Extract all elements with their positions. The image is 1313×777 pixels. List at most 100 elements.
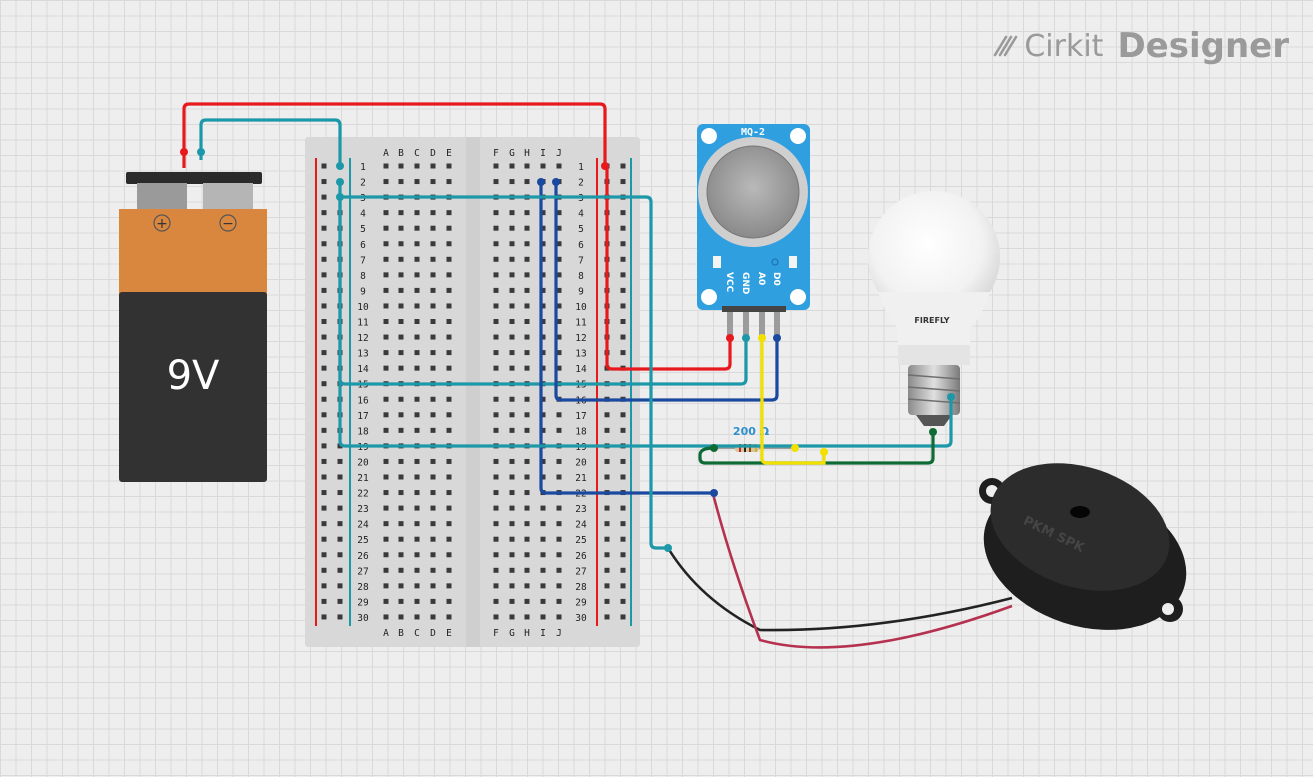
breadboard-hole[interactable] — [493, 521, 499, 527]
breadboard-hole[interactable] — [509, 256, 515, 262]
breadboard-hole[interactable] — [321, 505, 327, 511]
breadboard-hole[interactable] — [398, 552, 404, 558]
breadboard-hole[interactable] — [398, 225, 404, 231]
breadboard-hole[interactable] — [321, 567, 327, 573]
breadboard-hole[interactable] — [383, 256, 389, 262]
wire-buzzer-black-lead[interactable] — [666, 547, 1013, 632]
breadboard-hole[interactable] — [620, 210, 626, 216]
breadboard-hole[interactable] — [493, 427, 499, 433]
breadboard-hole[interactable] — [620, 521, 626, 527]
breadboard-hole[interactable] — [321, 194, 327, 200]
breadboard-hole[interactable] — [398, 583, 404, 589]
breadboard-hole[interactable] — [446, 241, 452, 247]
breadboard-hole[interactable] — [321, 521, 327, 527]
breadboard-hole[interactable] — [540, 458, 546, 464]
breadboard-hole[interactable] — [430, 287, 436, 293]
breadboard-hole[interactable] — [620, 319, 626, 324]
breadboard-hole[interactable] — [620, 272, 626, 278]
breadboard-hole[interactable] — [493, 614, 499, 620]
breadboard-hole[interactable] — [620, 350, 626, 356]
breadboard-hole[interactable] — [383, 350, 389, 356]
breadboard-hole[interactable] — [430, 396, 436, 402]
breadboard-hole[interactable] — [321, 225, 327, 231]
breadboard-hole[interactable] — [383, 505, 389, 511]
breadboard-hole[interactable] — [446, 319, 452, 324]
breadboard-hole[interactable] — [493, 241, 499, 247]
breadboard-hole[interactable] — [398, 490, 404, 496]
wire-buzzer-red-lead[interactable] — [710, 489, 1013, 649]
breadboard-hole[interactable] — [430, 412, 436, 418]
breadboard-hole[interactable] — [383, 536, 389, 542]
breadboard-hole[interactable] — [524, 505, 530, 511]
breadboard-hole[interactable] — [524, 163, 530, 169]
breadboard-hole[interactable] — [446, 396, 452, 402]
wire-endpoint[interactable] — [742, 334, 750, 342]
breadboard-hole[interactable] — [540, 210, 546, 216]
breadboard-hole[interactable] — [509, 583, 515, 589]
breadboard-hole[interactable] — [493, 303, 499, 309]
breadboard-hole[interactable] — [493, 179, 499, 185]
breadboard-hole[interactable] — [321, 552, 327, 558]
breadboard-hole[interactable] — [430, 334, 436, 340]
wire-endpoint[interactable] — [336, 178, 344, 186]
light-bulb[interactable]: FIREFLY — [868, 191, 1000, 426]
battery-terminal-negative[interactable] — [203, 183, 253, 211]
breadboard-hole[interactable] — [509, 614, 515, 620]
wire-endpoint[interactable] — [664, 544, 672, 552]
breadboard-hole[interactable] — [524, 210, 530, 216]
breadboard-hole[interactable] — [540, 536, 546, 542]
breadboard-hole[interactable] — [414, 396, 420, 402]
breadboard-hole[interactable] — [556, 521, 562, 527]
breadboard-hole[interactable] — [430, 614, 436, 620]
breadboard-hole[interactable] — [337, 521, 343, 527]
breadboard-hole[interactable] — [430, 427, 436, 433]
breadboard-hole[interactable] — [398, 396, 404, 402]
breadboard-hole[interactable] — [556, 256, 562, 262]
breadboard-hole[interactable] — [540, 241, 546, 247]
wire-endpoint[interactable] — [929, 428, 937, 436]
wire-endpoint[interactable] — [791, 444, 799, 452]
breadboard-hole[interactable] — [509, 598, 515, 604]
wire-endpoint[interactable] — [947, 393, 955, 401]
breadboard-hole[interactable] — [337, 567, 343, 573]
wire-blue-buzzer[interactable] — [539, 182, 714, 495]
breadboard-hole[interactable] — [540, 350, 546, 356]
breadboard-hole[interactable] — [620, 287, 626, 293]
breadboard-hole[interactable] — [509, 319, 515, 324]
breadboard-hole[interactable] — [398, 365, 404, 371]
breadboard-hole[interactable] — [493, 396, 499, 402]
breadboard-hole[interactable] — [556, 303, 562, 309]
breadboard-hole[interactable] — [337, 536, 343, 542]
breadboard-hole[interactable] — [383, 287, 389, 293]
breadboard-hole[interactable] — [414, 163, 420, 169]
breadboard-hole[interactable] — [383, 163, 389, 169]
breadboard-hole[interactable] — [493, 458, 499, 464]
breadboard-hole[interactable] — [556, 210, 562, 216]
breadboard-hole[interactable] — [524, 521, 530, 527]
breadboard-hole[interactable] — [398, 567, 404, 573]
breadboard-hole[interactable] — [446, 365, 452, 371]
breadboard-hole[interactable] — [446, 536, 452, 542]
breadboard-hole[interactable] — [321, 583, 327, 589]
breadboard-hole[interactable] — [383, 552, 389, 558]
breadboard-hole[interactable] — [604, 536, 610, 542]
breadboard-hole[interactable] — [398, 210, 404, 216]
breadboard-hole[interactable] — [383, 396, 389, 402]
breadboard-hole[interactable] — [383, 241, 389, 247]
breadboard-hole[interactable] — [446, 334, 452, 340]
breadboard-hole[interactable] — [383, 272, 389, 278]
breadboard-hole[interactable] — [509, 350, 515, 356]
wire-endpoint[interactable] — [820, 448, 828, 456]
breadboard-hole[interactable] — [540, 521, 546, 527]
breadboard-hole[interactable] — [509, 287, 515, 293]
breadboard-hole[interactable] — [398, 427, 404, 433]
breadboard-hole[interactable] — [556, 319, 562, 324]
breadboard-hole[interactable] — [337, 490, 343, 496]
breadboard-hole[interactable] — [604, 614, 610, 620]
breadboard-hole[interactable] — [383, 179, 389, 185]
breadboard-hole[interactable] — [540, 256, 546, 262]
breadboard-hole[interactable] — [620, 334, 626, 340]
breadboard-hole[interactable] — [430, 458, 436, 464]
breadboard-hole[interactable] — [383, 319, 389, 324]
